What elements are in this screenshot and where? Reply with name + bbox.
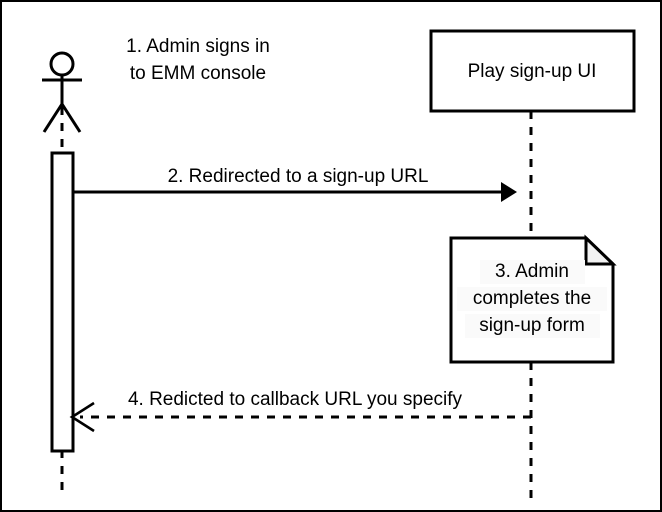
message-2-arrowhead-icon: [501, 182, 517, 202]
actor-right-leg-icon: [60, 103, 82, 133]
note-label-line-1: 3. Admin: [495, 261, 569, 282]
note-admin-completes-form[interactable]: 3. Admin completes the sign-up form: [449, 234, 617, 364]
message-4-arrowhead-icon: [69, 401, 95, 433]
actor-activation-bar: [50, 151, 75, 453]
note-label-line-2: completes the: [473, 288, 591, 309]
message-1-label-line-1: 1. Admin signs in: [126, 36, 270, 57]
note-label-line-3: sign-up form: [479, 315, 585, 336]
message-1-label-line-2: to EMM console: [130, 63, 266, 84]
message-2-label: 2. Redirected to a sign-up URL: [168, 166, 429, 187]
participant-label: Play sign-up UI: [468, 61, 597, 82]
note-line-1-highlight: [480, 260, 585, 284]
note-line-3-highlight: [465, 314, 600, 338]
participant-box-play-signup-ui[interactable]: [429, 29, 636, 113]
actor-left-leg-icon: [42, 103, 64, 133]
note-fold-corner-icon: [584, 234, 617, 266]
message-4-label: 4. Redicted to callback URL you specify: [128, 389, 463, 410]
actor-stick-figure-icon: [42, 51, 82, 133]
actor-head-icon: [49, 51, 75, 77]
note-line-2-highlight: [457, 287, 607, 311]
